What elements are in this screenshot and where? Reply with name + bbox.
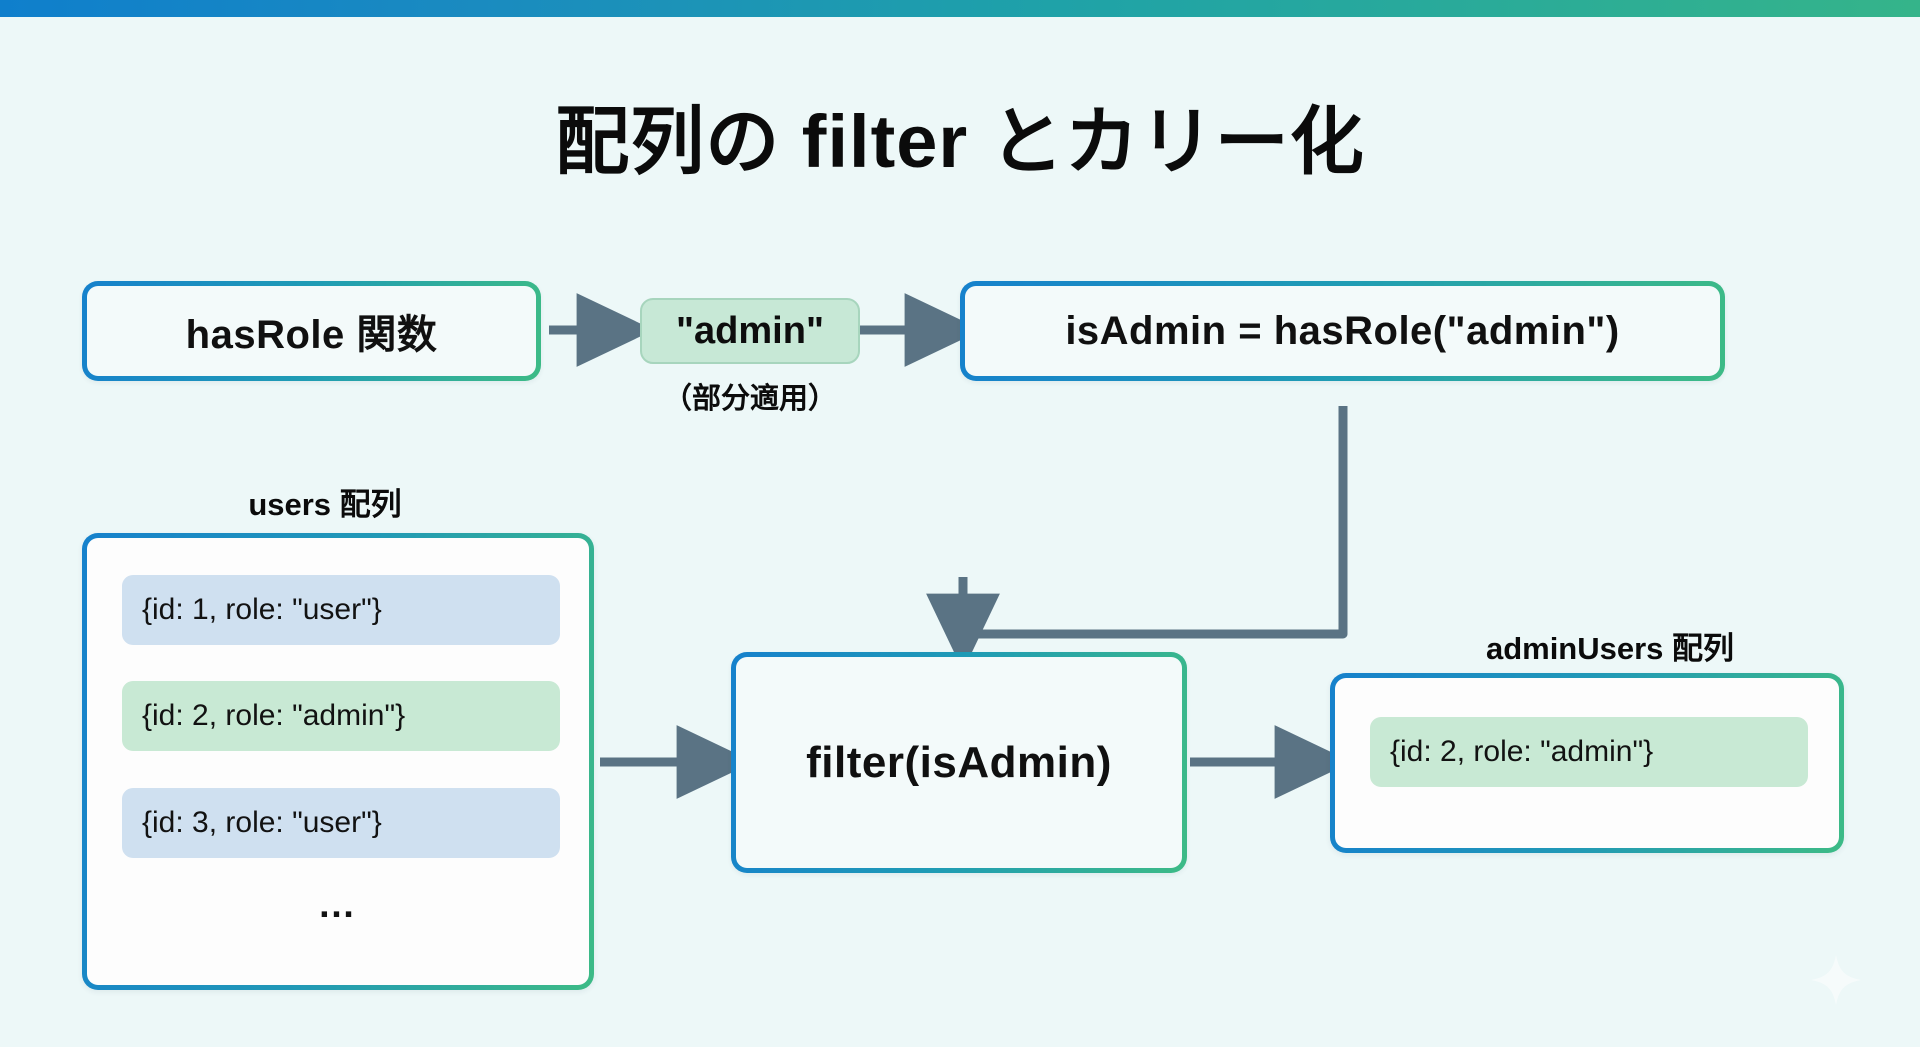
connector-isadmin-to-filter xyxy=(958,406,1348,639)
page-title: 配列の filter とカリー化 xyxy=(555,100,1365,183)
users-array-box[interactable]: {id: 1, role: "user"} {id: 2, role: "adm… xyxy=(82,533,594,990)
users-array-ellipsis: … xyxy=(317,884,359,926)
users-array-item-0-label: {id: 1, role: "user"} xyxy=(142,593,382,626)
sparkle-icon xyxy=(1811,955,1861,1005)
admin-users-array-item-0[interactable]: {id: 2, role: "admin"} xyxy=(1370,717,1808,787)
node-admin-pill[interactable]: "admin" xyxy=(640,298,860,364)
users-array-item-2[interactable]: {id: 3, role: "user"} xyxy=(122,788,560,858)
node-admin-pill-label: "admin" xyxy=(676,309,824,352)
node-is-admin[interactable]: isAdmin = hasRole("admin") xyxy=(960,281,1725,381)
admin-users-array-caption: adminUsers 配列 xyxy=(1485,631,1735,666)
users-array-item-2-label: {id: 3, role: "user"} xyxy=(142,806,382,839)
node-filter[interactable]: filter(isAdmin) xyxy=(731,652,1187,873)
users-array-caption: users 配列 xyxy=(248,487,402,522)
node-filter-label: filter(isAdmin) xyxy=(806,737,1112,787)
node-has-role-label: hasRole 関数 xyxy=(185,313,438,357)
admin-users-array-item-0-label: {id: 2, role: "admin"} xyxy=(1390,735,1654,768)
users-array-item-1[interactable]: {id: 2, role: "admin"} xyxy=(122,681,560,751)
node-has-role[interactable]: hasRole 関数 xyxy=(82,281,541,381)
admin-users-array-box[interactable]: {id: 2, role: "admin"} xyxy=(1330,673,1844,853)
users-array-item-0[interactable]: {id: 1, role: "user"} xyxy=(122,575,560,645)
top-gradient-bar xyxy=(0,0,1920,17)
slide-canvas: 配列の filter とカリー化 hasRole 関数 "admin" （部分適… xyxy=(0,17,1920,1047)
node-is-admin-label: isAdmin = hasRole("admin") xyxy=(1065,308,1620,353)
node-admin-pill-sublabel: （部分適用） xyxy=(662,383,837,415)
users-array-item-1-label: {id: 2, role: "admin"} xyxy=(142,699,406,732)
